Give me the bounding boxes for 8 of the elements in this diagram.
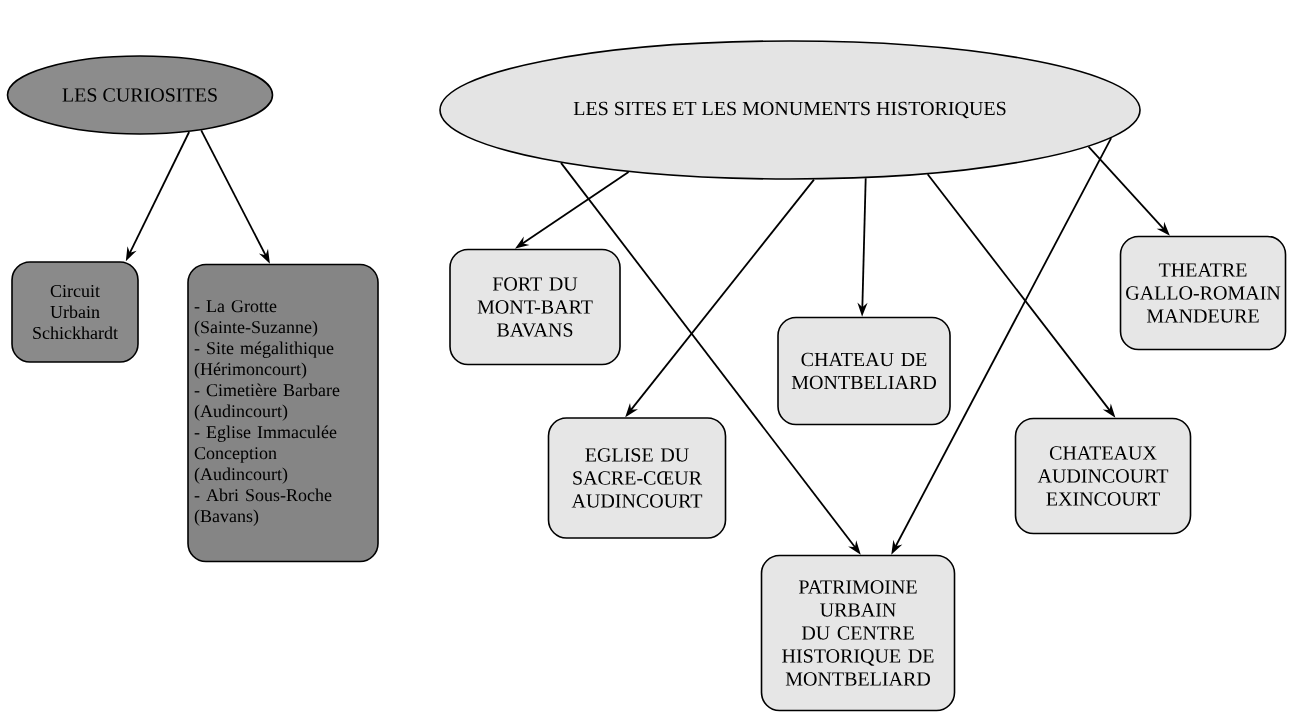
rounded-box: Circuit Urbain Schickhardt (11, 261, 139, 363)
rounded-box: PATRIMOINE URBAIN DU CENTRE HISTORIQUE DE MONTBELIARD (760, 554, 956, 712)
rounded-box: FORT DU MONT-BART BAVANS (449, 248, 621, 366)
rounded-box: EGLISE DU SACRE-CŒUR AUDINCOURT (547, 417, 727, 539)
rounded-box: THEATRE GALLO-ROMAIN MANDEURE (1119, 235, 1287, 351)
rounded-box: CHATEAUX AUDINCOURT EXINCOURT (1014, 417, 1192, 535)
rounded-box: - La Grotte (Sainte-Suzanne) - Site mégalithique (Hérimoncourt) - Cimetière Barbare (Audincourt) - Eglise Immaculée Conception (Audincourt) - Abri Sous-Roche (Bavans) (187, 263, 379, 563)
rounded-box: CHATEAU DE MONTBELIARD (777, 316, 951, 426)
